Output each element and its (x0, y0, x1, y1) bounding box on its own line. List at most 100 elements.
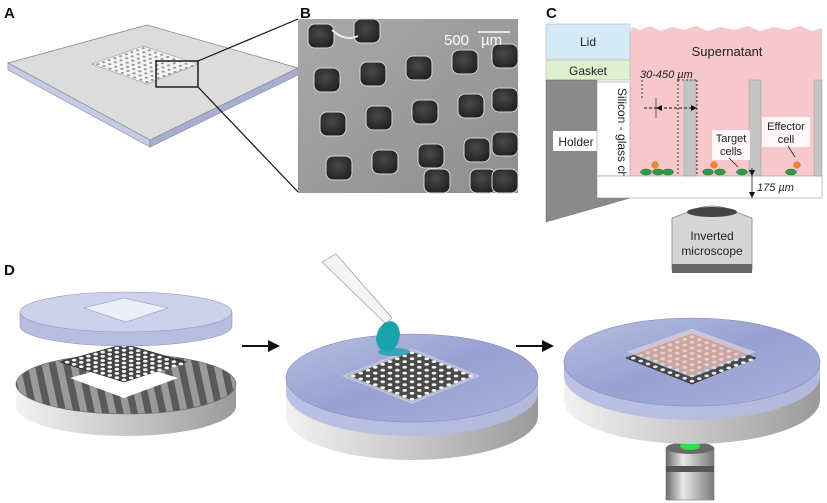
well (107, 348, 113, 352)
well (387, 371, 393, 375)
well (178, 64, 182, 67)
well (132, 68, 136, 70)
well (114, 367, 120, 371)
droplet-spread (378, 348, 410, 356)
label-bg (712, 130, 750, 160)
well (156, 72, 160, 75)
well (387, 360, 393, 363)
well (114, 363, 120, 367)
well (417, 383, 422, 387)
well (143, 64, 147, 66)
chip-wall (596, 81, 631, 177)
sem-well (353, 18, 381, 44)
well (150, 353, 155, 357)
holder-label: Holder (558, 135, 593, 149)
well (424, 363, 430, 366)
sem-well (463, 137, 491, 163)
well (114, 69, 118, 72)
well (71, 362, 77, 366)
well (136, 53, 140, 56)
well (137, 61, 141, 64)
well (431, 389, 437, 392)
well (164, 362, 169, 366)
well (424, 391, 430, 395)
well (121, 357, 127, 361)
well (130, 55, 134, 58)
sem-well (319, 111, 347, 137)
well (638, 359, 643, 363)
well (141, 47, 145, 50)
well (166, 56, 170, 58)
target-cell (652, 168, 664, 176)
effector-cell-label-line1: Effector (767, 121, 805, 133)
well (409, 380, 415, 384)
well (119, 59, 123, 62)
well (145, 80, 149, 83)
well (100, 350, 105, 354)
well (417, 360, 422, 363)
well (395, 391, 400, 395)
well (135, 370, 141, 374)
sem-well (359, 61, 387, 87)
well (114, 376, 120, 380)
well (409, 357, 415, 361)
well (653, 365, 658, 369)
lid-label: Lid (580, 35, 596, 49)
well (167, 64, 171, 67)
sem-well (371, 149, 399, 175)
well (135, 349, 141, 352)
sem-well (451, 49, 479, 75)
sem-well (491, 43, 519, 69)
well (120, 72, 124, 74)
step-arrow-head (268, 340, 280, 352)
well (424, 374, 430, 378)
well (130, 51, 134, 54)
chip-label: Silicon - glass chip (615, 88, 629, 188)
well (114, 65, 118, 68)
label-bg (762, 117, 810, 147)
well (380, 380, 386, 384)
well (741, 361, 746, 364)
well (446, 377, 452, 381)
well (132, 72, 136, 75)
well (121, 353, 127, 356)
arrow-head (691, 105, 697, 111)
well (431, 371, 437, 375)
well (96, 63, 100, 66)
well (93, 369, 98, 373)
well (173, 70, 177, 73)
well (387, 365, 393, 369)
well (107, 374, 113, 377)
well (135, 357, 141, 361)
well (93, 356, 98, 360)
well (128, 372, 134, 376)
well (131, 59, 135, 62)
panel-d: D (4, 253, 821, 501)
chip-top-surface (6, 24, 300, 141)
lid (545, 23, 631, 61)
well (137, 66, 141, 68)
well (100, 354, 105, 358)
well (79, 356, 84, 360)
well (86, 363, 91, 366)
well (645, 362, 651, 366)
well (131, 63, 135, 66)
well (387, 383, 393, 387)
sem-wells (307, 18, 519, 194)
well (439, 386, 444, 389)
well (631, 356, 636, 360)
well (431, 365, 437, 369)
well (150, 362, 155, 365)
well (114, 355, 120, 358)
well (143, 372, 148, 376)
well (107, 352, 113, 356)
well (139, 78, 143, 81)
sem-well (417, 143, 445, 169)
well (102, 61, 106, 64)
well (395, 374, 400, 378)
well (121, 365, 127, 369)
effector-cell (793, 161, 801, 169)
well (136, 57, 140, 60)
well (160, 53, 164, 56)
well (184, 66, 188, 69)
